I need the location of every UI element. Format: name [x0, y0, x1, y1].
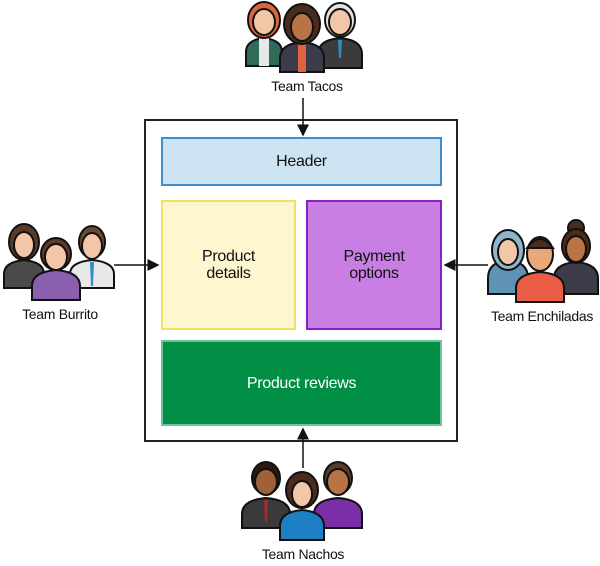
team-burrito-people-icon	[3, 223, 115, 301]
payment-options-label-line2: options	[349, 265, 399, 282]
team-enchiladas-label: Team Enchiladas	[490, 308, 594, 324]
team-enchiladas-people-icon	[487, 219, 599, 303]
product-details-label-line2: details	[206, 265, 251, 282]
product-details-label-line1: Product	[201, 248, 256, 265]
team-nachos-label: Team Nachos	[261, 546, 345, 562]
team-nachos-people-icon	[241, 461, 363, 541]
product-reviews-label: Product reviews	[246, 374, 357, 392]
product-reviews-section: Product reviews	[161, 340, 442, 426]
payment-options-label-line1: Payment	[343, 248, 405, 265]
product-details-section: Product details	[161, 200, 296, 330]
header-label: Header	[276, 153, 327, 170]
team-burrito-label: Team Burrito	[22, 306, 98, 322]
team-tacos-label: Team Tacos	[271, 78, 343, 94]
payment-options-section: Payment options	[306, 200, 442, 330]
header-section: Header	[161, 137, 442, 186]
team-tacos-people-icon	[245, 1, 363, 73]
